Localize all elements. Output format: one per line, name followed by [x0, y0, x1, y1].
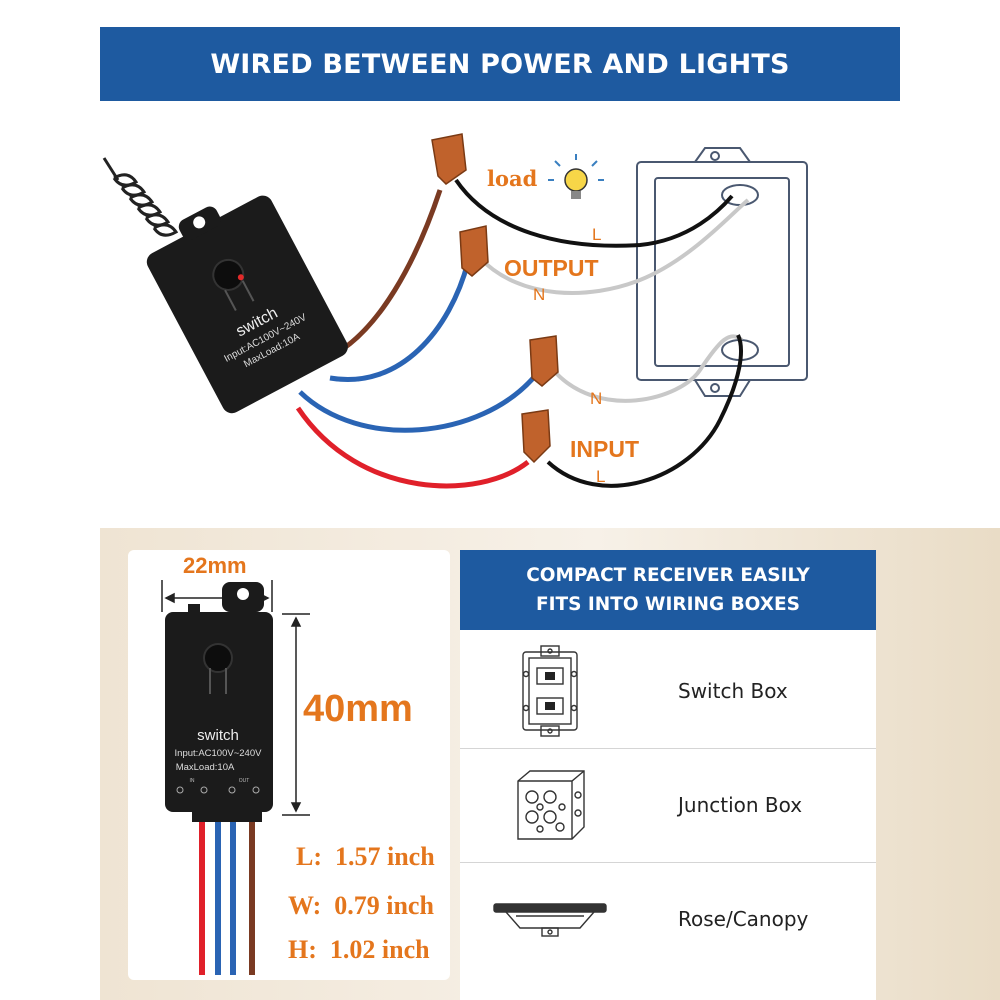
dim-device-out: OUT [239, 778, 250, 784]
wire-nut-load [431, 133, 467, 185]
box-row-switch: Switch Box [460, 635, 876, 747]
wire-input-black [546, 334, 743, 488]
switch-box-label: Switch Box [678, 679, 788, 703]
rose-canopy-label: Rose/Canopy [678, 907, 809, 931]
spec-height-key: H: [288, 935, 317, 964]
box-row-rose: Rose/Canopy [460, 863, 876, 975]
wire-output-white [478, 198, 750, 295]
spec-width-value: 0.79 inch [334, 891, 434, 920]
wire-nut-input-l [521, 409, 551, 464]
box-row-junction: Junction Box [460, 749, 876, 861]
spec-length-key: L: [296, 842, 322, 871]
input-label: INPUT [570, 436, 639, 462]
antenna-icon [102, 157, 179, 237]
wire-letter-load-l: L [592, 225, 601, 244]
wire-blue-input [298, 374, 537, 433]
junction-box-icon [460, 749, 640, 861]
wire-blue-output [329, 261, 471, 382]
spec-height-value: 1.02 inch [329, 935, 430, 964]
spec-length: L: 1.57 inch [296, 842, 435, 872]
output-label: OUTPUT [504, 255, 599, 281]
divider [460, 862, 876, 863]
load-label: load [487, 166, 538, 191]
width-label: 22mm [183, 553, 247, 578]
switch-box-icon [460, 635, 640, 747]
dim-device-in: IN [190, 778, 195, 784]
dimension-drawing: switch Input:AC100V~240V MaxLoad:10A IN … [161, 580, 310, 975]
wire-input-white [553, 334, 744, 403]
junction-box-label: Junction Box [678, 793, 803, 817]
wire-nut-output [459, 225, 489, 277]
wire-red [295, 406, 530, 489]
wire-load-black [454, 178, 734, 248]
rose-canopy-icon [460, 863, 640, 975]
wiring-diagram: switch Input:AC100V~240V MaxLoad:10A loa… [102, 133, 808, 489]
wire-nut-input-n [529, 335, 559, 387]
receiver-device: switch Input:AC100V~240V MaxLoad:10A [146, 195, 348, 414]
dim-device-maxload: MaxLoad:10A [176, 762, 235, 773]
wire-letter-output-n: N [533, 285, 545, 304]
compact-header-line1: COMPACT RECEIVER EASILY [526, 565, 810, 586]
dim-device-input: Input:AC100V~240V [175, 748, 263, 759]
banner-title: WIRED BETWEEN POWER AND LIGHTS [100, 27, 900, 101]
spec-width: W: 0.79 inch [288, 891, 434, 921]
wire-letter-input-l: L [596, 467, 605, 486]
compact-header-line2: FITS INTO WIRING BOXES [536, 594, 800, 615]
spec-height: H: 1.02 inch [288, 935, 430, 965]
spec-width-key: W: [288, 891, 322, 920]
dim-device-name: switch [197, 727, 239, 744]
compact-header: COMPACT RECEIVER EASILY FITS INTO WIRING… [460, 550, 876, 630]
bulb-icon [548, 154, 604, 199]
height-label: 40mm [303, 688, 413, 730]
spec-length-value: 1.57 inch [335, 842, 435, 871]
wire-letter-input-n: N [590, 389, 602, 408]
wall-box [636, 147, 808, 397]
divider [460, 748, 876, 749]
